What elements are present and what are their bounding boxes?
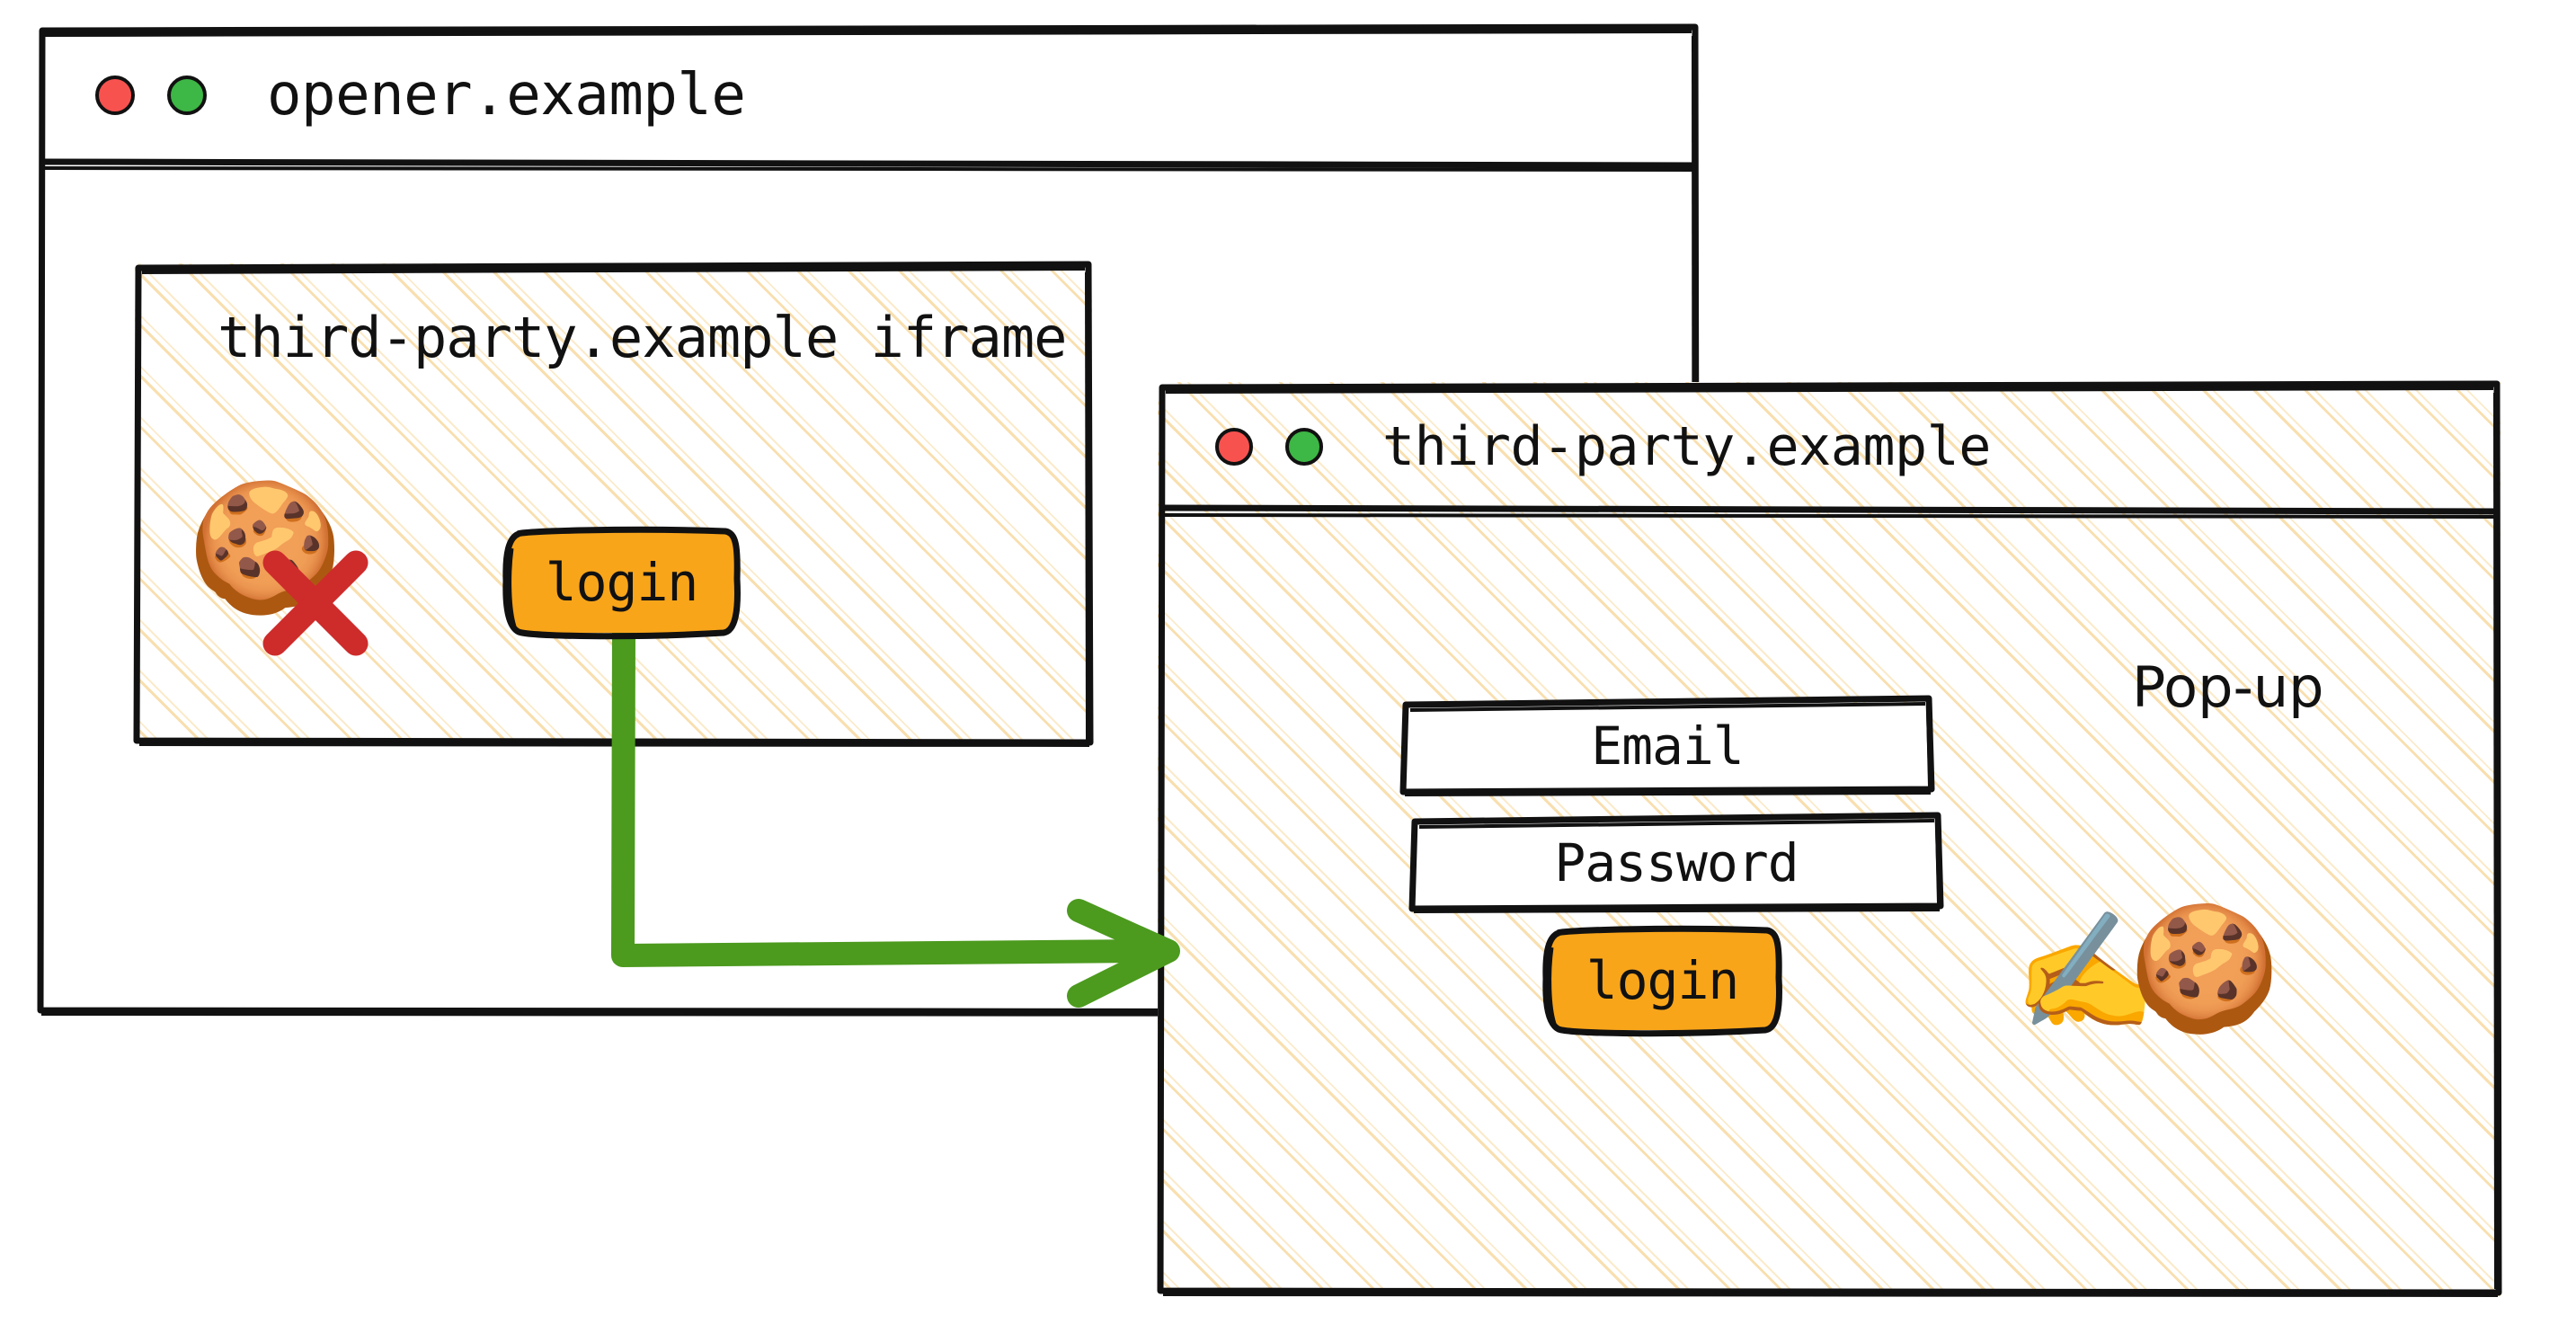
popup-window-title: third-party.example [1382,414,1991,478]
popup-titlebar: third-party.example [1158,382,2558,511]
red-cross-icon [259,546,372,660]
email-field-label: Email [1591,715,1745,777]
popup-login-button[interactable]: login [1542,925,1782,1037]
opener-window-title: opener.example [267,61,746,129]
iframe-login-button[interactable]: login [502,526,741,640]
password-field[interactable]: Password [1408,812,1944,913]
iframe-login-button-label: login [545,552,699,613]
close-dot-icon[interactable] [95,75,135,115]
password-field-label: Password [1554,832,1799,893]
maximize-dot-icon[interactable] [1285,427,1323,466]
popup-label: Pop-up [2132,654,2324,720]
close-dot-icon[interactable] [1215,427,1253,466]
cookie-emoji: 🍪 [2128,898,2281,1040]
iframe-title-label: third-party.example iframe [218,305,1068,370]
opener-titlebar: opener.example [39,25,1755,164]
popup-login-button-label: login [1586,950,1740,1011]
email-field[interactable]: Email [1399,695,1935,796]
maximize-dot-icon[interactable] [167,75,207,115]
